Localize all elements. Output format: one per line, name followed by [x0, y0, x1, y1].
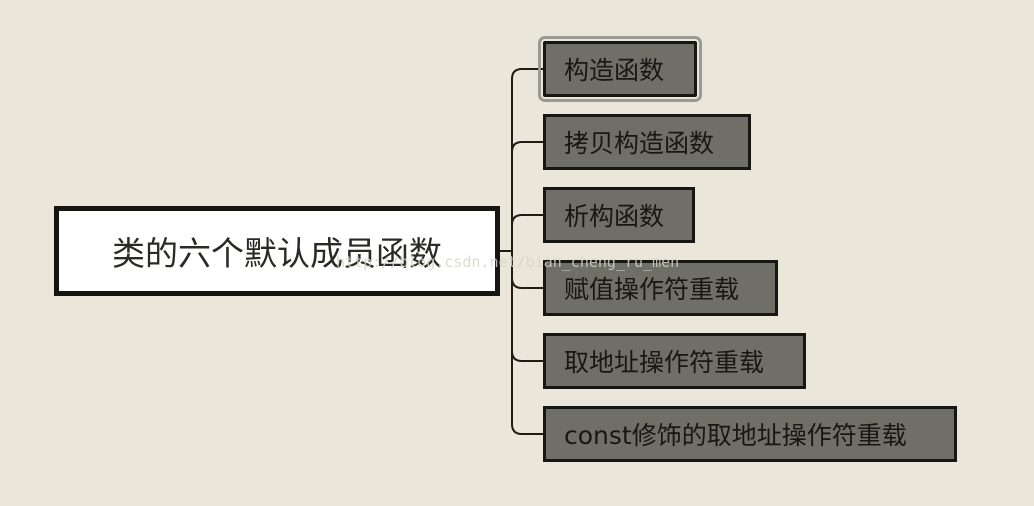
child-topic-label: 拷贝构造函数: [564, 129, 715, 158]
branch-connector: [511, 350, 543, 362]
child-topic[interactable]: 拷贝构造函数: [543, 114, 751, 170]
child-topic[interactable]: 构造函数: [538, 36, 702, 102]
child-topic[interactable]: const修饰的取地址操作符重载: [543, 406, 957, 462]
child-topic-label: 取地址操作符重载: [564, 348, 765, 377]
branch-connector: [511, 141, 543, 153]
root-topic-label: 类的六个默认成员函数: [112, 234, 442, 273]
root-topic[interactable]: 类的六个默认成员函数: [54, 206, 500, 296]
child-topic[interactable]: 析构函数: [543, 187, 695, 243]
child-topic[interactable]: 赋值操作符重载: [543, 260, 778, 316]
branch-spine: [511, 68, 523, 435]
child-topic-label: const修饰的取地址操作符重载: [564, 421, 907, 450]
branch-connector: [511, 277, 543, 289]
child-topic-label: 析构函数: [564, 202, 665, 231]
branch-connector: [511, 214, 543, 226]
child-topic[interactable]: 取地址操作符重载: [543, 333, 806, 389]
child-topic-label: 赋值操作符重载: [564, 275, 740, 304]
child-topic-label: 构造函数: [564, 56, 665, 85]
